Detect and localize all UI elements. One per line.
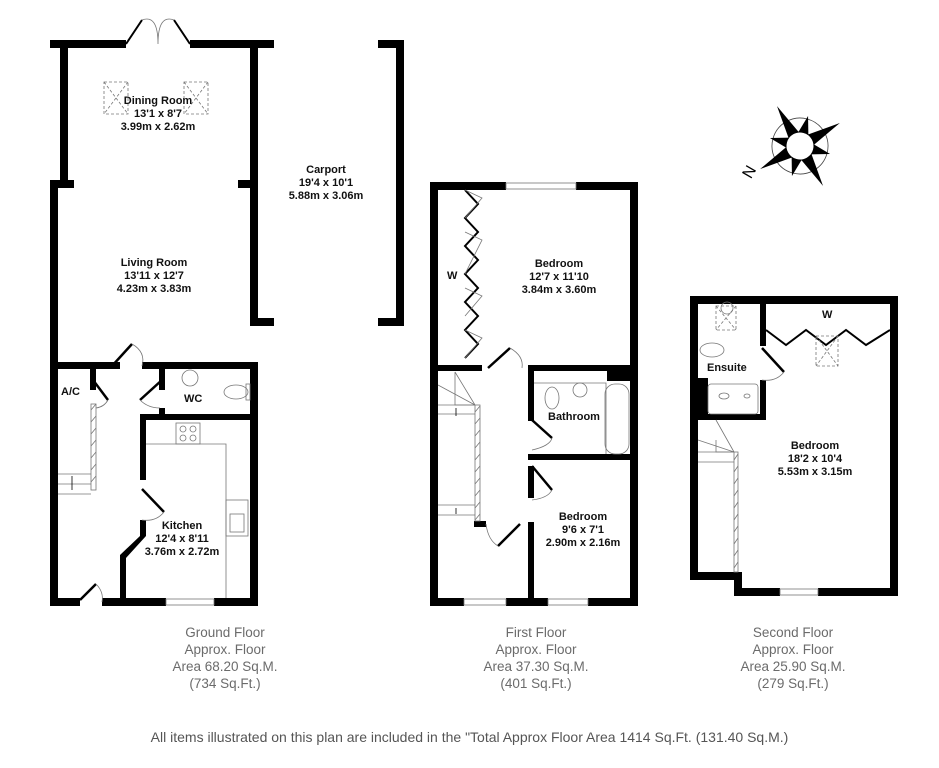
room-label-kitchen: Kitchen 12'4 x 8'11 3.76m x 2.72m (145, 520, 220, 559)
bathroom-label: Bathroom (548, 411, 600, 423)
room-size-metric: 3.99m x 2.62m (120, 121, 196, 133)
carport-plan (250, 40, 404, 326)
total-area-footer: All items illustrated on this plan are i… (150, 729, 789, 745)
room-label-living-room: Living Room 13'11 x 12'7 4.23m x 3.83m (117, 257, 192, 296)
room-name: Bedroom (534, 258, 584, 270)
room-name: Kitchen (161, 520, 203, 532)
room-size-imperial: 13'1 x 8'7 (133, 108, 183, 120)
room-size-imperial: 12'4 x 8'11 (155, 533, 209, 545)
floor-area-sqm: Area 37.30 Sq.M. (483, 659, 589, 674)
first-floor-plan (430, 182, 638, 606)
floor-name: First Floor (505, 625, 567, 640)
first-floor-caption: First Floor Approx. Floor Area 37.30 Sq.… (483, 624, 588, 692)
room-label-dining-room: Dining Room 13'1 x 8'7 3.99m x 2.62m (121, 95, 196, 134)
room-name: Bedroom (558, 511, 608, 523)
room-label-bedroom-1: Bedroom 12'7 x 11'10 3.84m x 3.60m (522, 258, 597, 297)
wardrobe-label: W (447, 270, 458, 282)
second-floor-caption: Second Floor Approx. Floor Area 25.90 Sq… (740, 624, 845, 692)
room-size-imperial: 12'7 x 11'10 (529, 271, 589, 283)
floor-approx: Approx. Floor (752, 642, 834, 657)
first-floor-fixtures (437, 182, 630, 606)
room-size-metric: 5.88m x 3.06m (288, 190, 364, 202)
room-size-metric: 2.90m x 2.16m (545, 537, 621, 549)
room-size-metric: 3.84m x 3.60m (521, 284, 597, 296)
room-size-imperial: 13'11 x 12'7 (124, 270, 184, 282)
room-name: Dining Room (123, 95, 193, 107)
room-label-carport: Carport 19'4 x 10'1 5.88m x 3.06m (289, 164, 364, 203)
floor-area-sqft: (401 Sq.Ft.) (500, 676, 572, 691)
room-size-metric: 5.53m x 3.15m (777, 466, 853, 478)
compass-rose-icon (760, 106, 840, 186)
floor-approx: Approx. Floor (184, 642, 266, 657)
floor-area-sqft: (279 Sq.Ft.) (757, 676, 829, 691)
room-size-metric: 4.23m x 3.83m (116, 283, 192, 295)
room-name: Carport (306, 164, 346, 176)
floor-area-sqft: (734 Sq.Ft.) (189, 676, 261, 691)
ground-floor-fixtures (58, 18, 251, 606)
room-size-imperial: 9'6 x 7'1 (562, 524, 604, 536)
room-label-bedroom-3: Bedroom 18'2 x 10'4 5.53m x 3.15m (778, 440, 853, 479)
room-size-imperial: 18'2 x 10'4 (787, 453, 843, 465)
floor-area-sqm: Area 68.20 Sq.M. (172, 659, 278, 674)
wc-label: WC (184, 393, 203, 405)
floor-area-sqm: Area 25.90 Sq.M. (740, 659, 846, 674)
north-label: N (740, 163, 761, 182)
room-size-imperial: 19'4 x 10'1 (298, 177, 354, 189)
floor-approx: Approx. Floor (495, 642, 577, 657)
ensuite-label: Ensuite (707, 362, 747, 374)
room-name: Bedroom (790, 440, 840, 452)
second-floor-plan (690, 296, 898, 596)
room-size-metric: 3.76m x 2.72m (144, 546, 220, 558)
ground-floor-caption: Ground Floor Approx. Floor Area 68.20 Sq… (172, 624, 277, 692)
ac-label: A/C (61, 386, 80, 398)
second-floor-fixtures (697, 301, 891, 596)
floor-name: Ground Floor (185, 625, 265, 640)
room-name: Living Room (120, 257, 188, 269)
room-label-bedroom-2: Bedroom 9'6 x 7'1 2.90m x 2.16m (546, 511, 621, 550)
wardrobe-label: W (822, 309, 833, 321)
floor-name: Second Floor (752, 625, 834, 640)
